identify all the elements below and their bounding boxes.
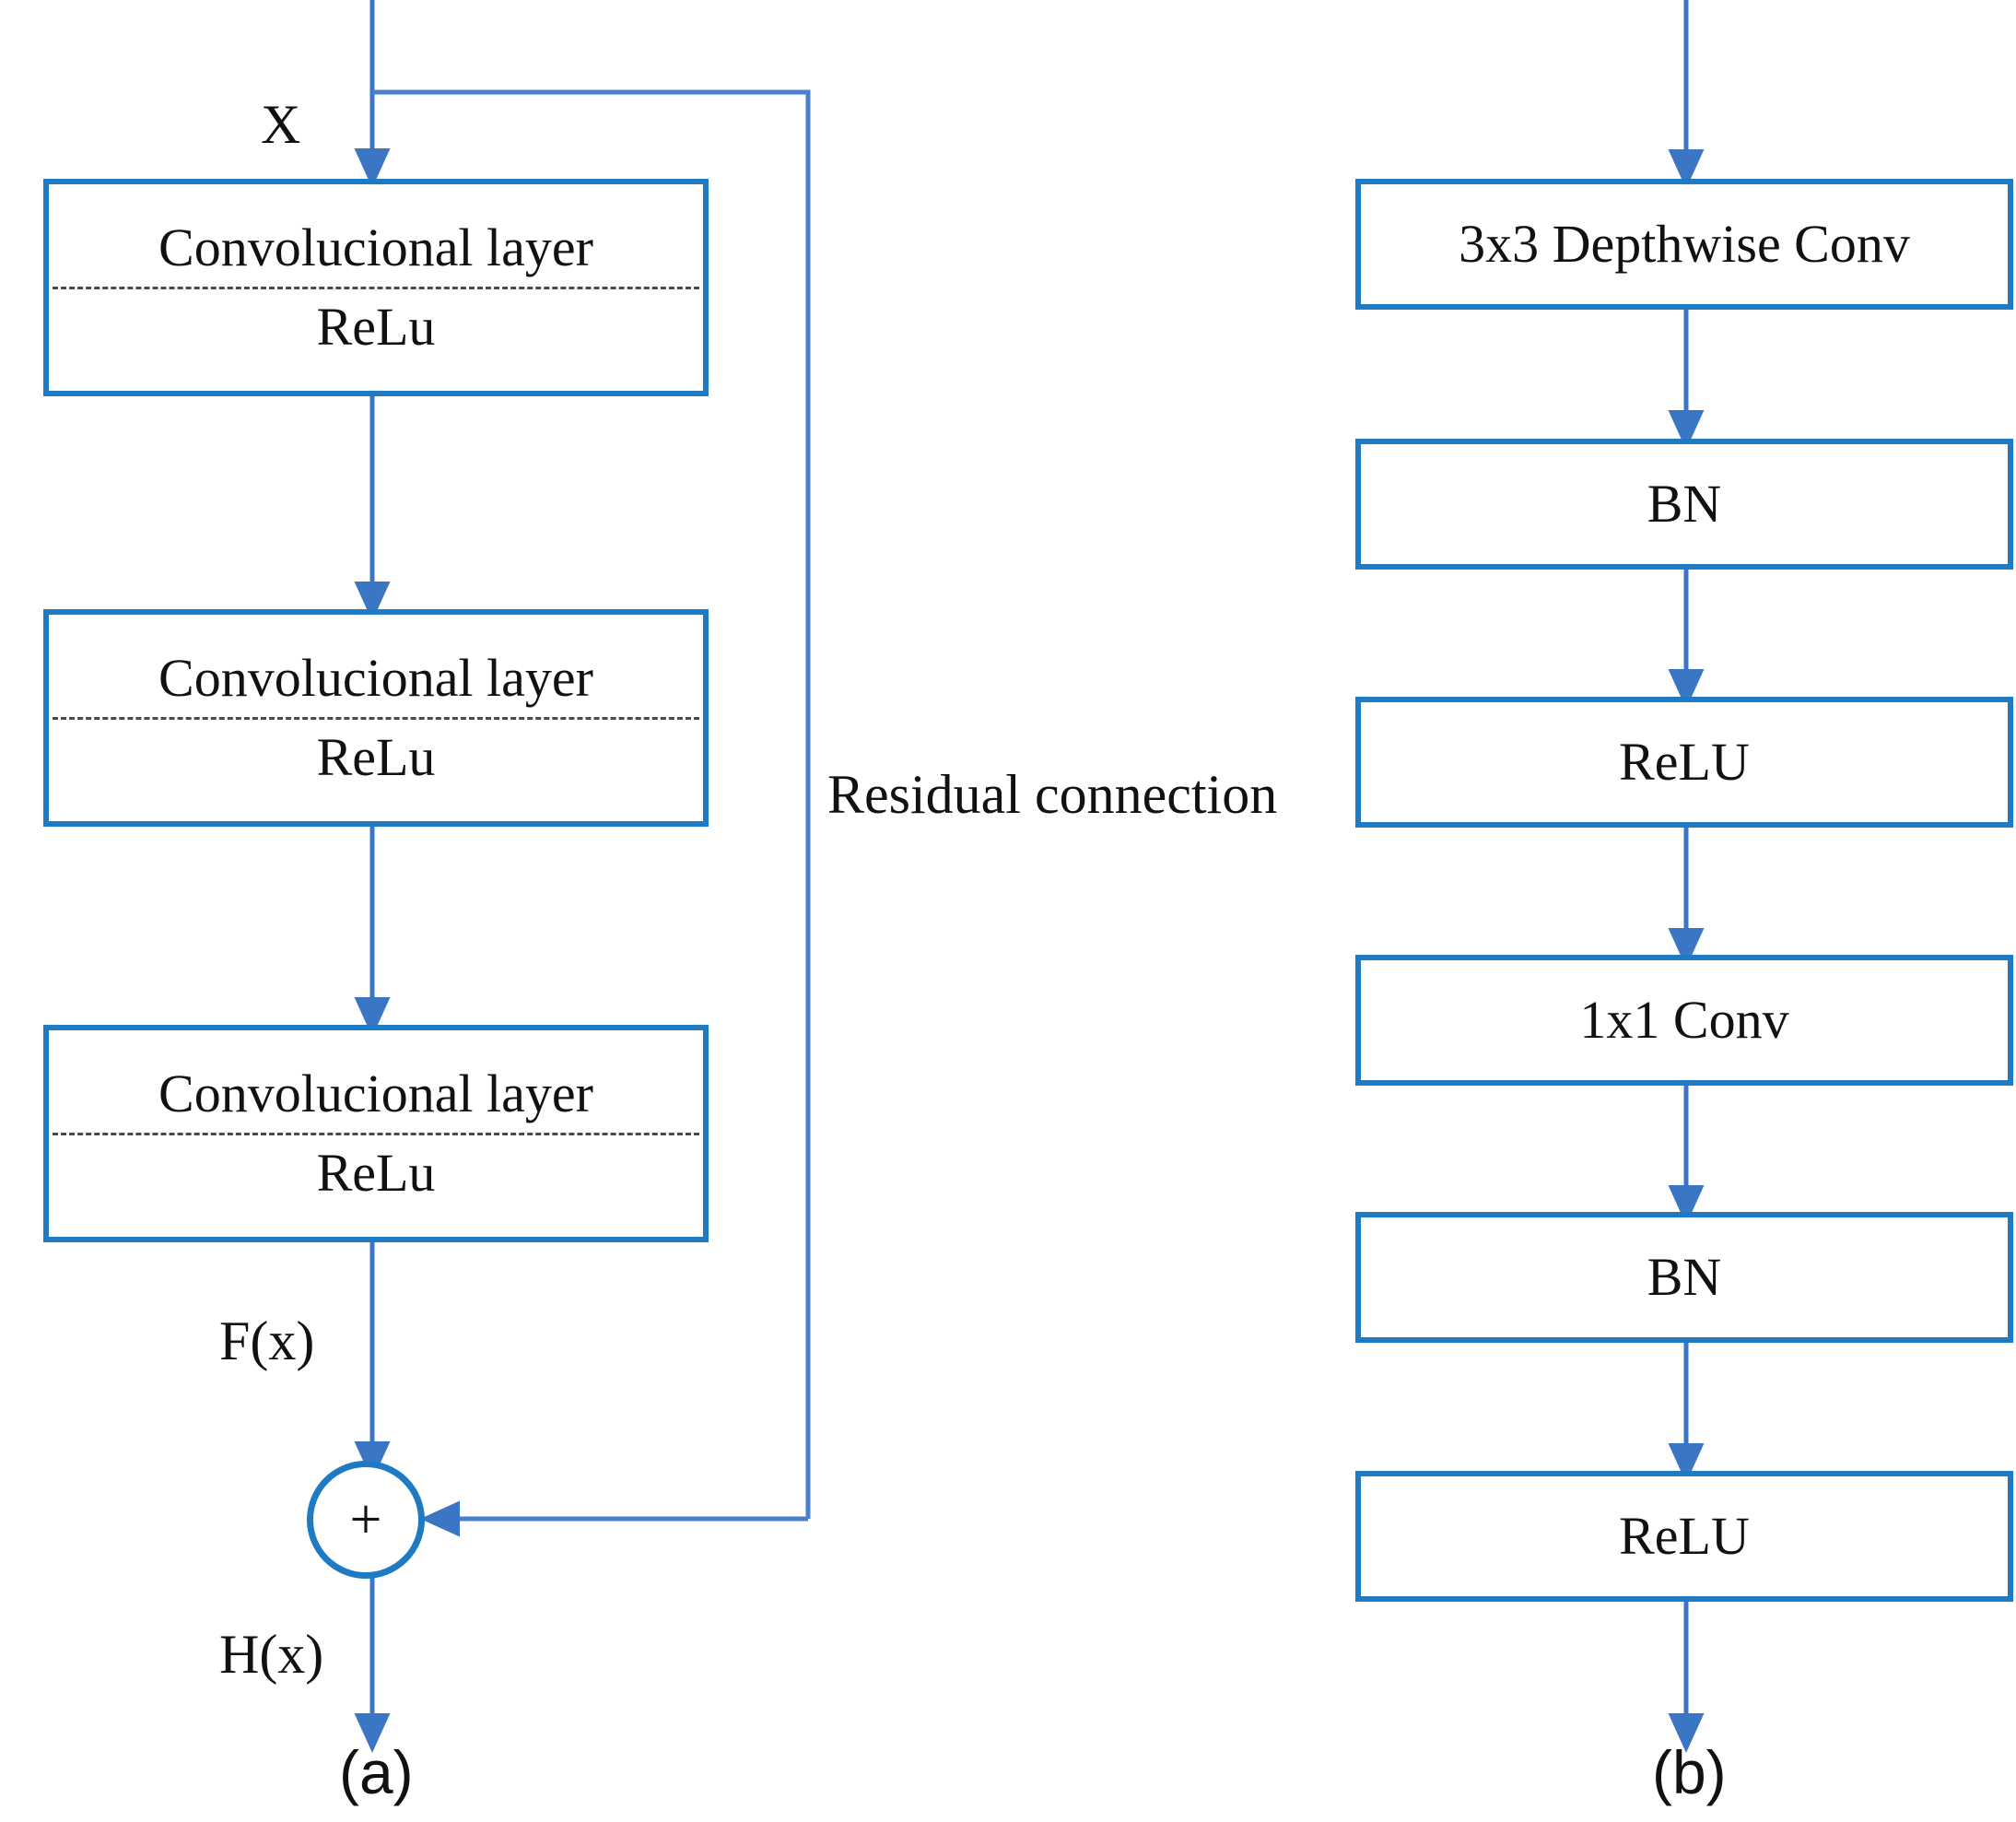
conv-block-2-separator — [53, 716, 699, 720]
sum-node[interactable]: + — [307, 1461, 425, 1579]
conv-block-3-separator — [53, 1132, 699, 1135]
input-label-x: X — [261, 94, 301, 155]
conv-block-3[interactable]: Convolucional layer ReLu — [43, 1025, 709, 1242]
hx-label: H(x) — [219, 1624, 324, 1685]
conv-block-2-activation: ReLu — [316, 726, 436, 787]
conv-block-1-activation: ReLu — [316, 296, 436, 357]
conv-block-2-title: Convolucional layer — [158, 647, 593, 708]
conv-block-3-activation: ReLu — [316, 1142, 436, 1203]
block-relu-1[interactable]: ReLU — [1355, 697, 2013, 828]
block-depthwise-conv[interactable]: 3x3 Depthwise Conv — [1355, 179, 2013, 310]
block-bn-1[interactable]: BN — [1355, 439, 2013, 570]
fx-label: F(x) — [219, 1311, 315, 1371]
conv-block-3-title: Convolucional layer — [158, 1063, 593, 1123]
conv-block-1-title: Convolucional layer — [158, 217, 593, 277]
block-relu-2[interactable]: ReLU — [1355, 1471, 2013, 1602]
conv-block-1[interactable]: Convolucional layer ReLu — [43, 179, 709, 396]
block-bn-1-label: BN — [1647, 473, 1722, 534]
sum-symbol: + — [349, 1488, 382, 1551]
block-bn-2-label: BN — [1647, 1246, 1722, 1307]
panel-tag-a: (a) — [339, 1738, 414, 1806]
block-relu-2-label: ReLU — [1619, 1505, 1750, 1566]
conv-block-2[interactable]: Convolucional layer ReLu — [43, 609, 709, 827]
block-bn-2[interactable]: BN — [1355, 1212, 2013, 1343]
block-depthwise-conv-label: 3x3 Depthwise Conv — [1459, 213, 1910, 274]
residual-connection-label: Residual connection — [827, 764, 1278, 825]
panel-tag-b: (b) — [1652, 1738, 1727, 1806]
block-pointwise-conv-label: 1x1 Conv — [1579, 989, 1789, 1050]
block-relu-1-label: ReLU — [1619, 731, 1750, 792]
conv-block-1-separator — [53, 286, 699, 289]
block-pointwise-conv[interactable]: 1x1 Conv — [1355, 955, 2013, 1086]
